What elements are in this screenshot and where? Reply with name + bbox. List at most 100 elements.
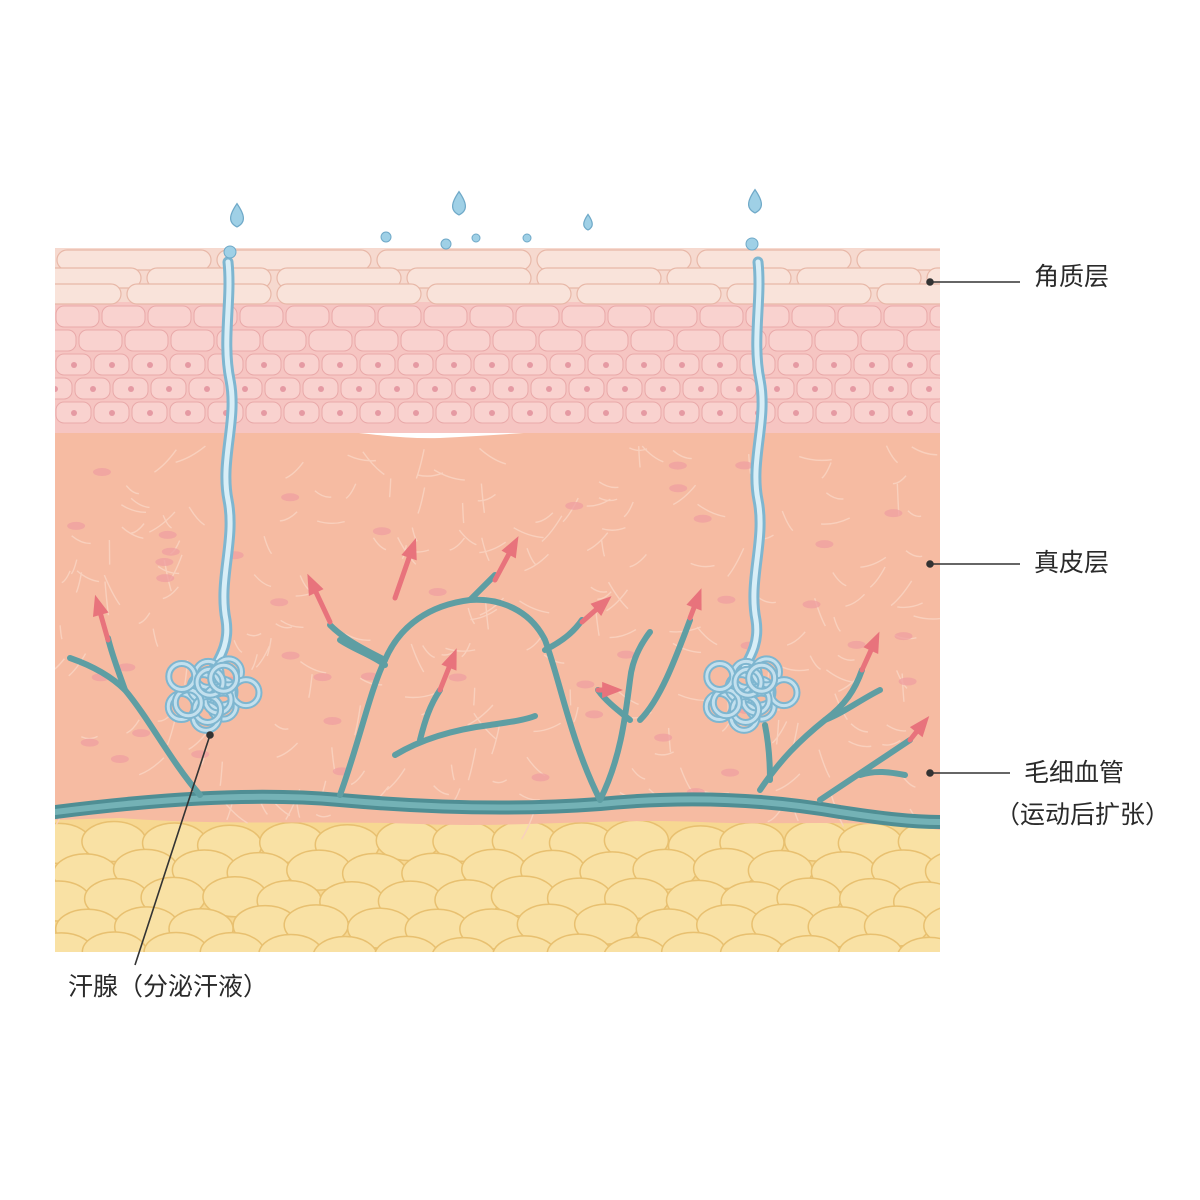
dermis-fiber [781, 510, 794, 532]
sweat-droplet-icon [745, 237, 759, 251]
heat-arrow-icon [441, 648, 457, 671]
dermis-fiber [120, 504, 147, 514]
cell-nucleus [356, 386, 362, 392]
dermis-fiber [911, 446, 938, 456]
dermis-fiber [162, 515, 172, 529]
dermis-fiber [280, 619, 304, 629]
cell-nucleus [489, 410, 495, 416]
dermis-fiber [882, 739, 901, 746]
dermis-cell [323, 716, 342, 725]
fat-cell [374, 935, 439, 952]
fat-cell [719, 933, 786, 952]
dermis-fiber [837, 654, 855, 661]
epidermis-cell [906, 329, 940, 352]
fat-cell [258, 933, 324, 952]
dermis-fiber [76, 570, 100, 583]
dermis-fiber [782, 666, 810, 672]
cell-nucleus [413, 362, 419, 368]
cell-nucleus [185, 410, 191, 416]
dermis-fiber [818, 749, 831, 778]
dermis-fiber [775, 719, 780, 745]
cell-nucleus [793, 410, 799, 416]
sweat-gland-label: 汗腺（分泌汗液） [68, 972, 269, 1001]
epidermis-cell [515, 305, 560, 328]
cell-nucleus [717, 410, 723, 416]
cell-nucleus [850, 386, 856, 392]
epidermis-cell [78, 329, 123, 352]
dermis-fiber [513, 527, 544, 539]
dermis-fiber [667, 727, 672, 753]
dermis-fiber [279, 511, 298, 522]
dermis-fiber [697, 503, 726, 518]
dermis-fiber [449, 537, 466, 551]
heat-arrow-icon [863, 631, 880, 654]
stratum-plate [55, 283, 122, 305]
dermis-fiber [825, 492, 844, 500]
capillary-note-label: （运动后扩张） [995, 800, 1171, 829]
cell-nucleus [109, 410, 115, 416]
dermis-fiber [71, 535, 91, 545]
cell-nucleus [451, 362, 457, 368]
cell-nucleus [660, 386, 666, 392]
epidermis-cell [791, 305, 836, 328]
dermis-fiber [461, 642, 471, 658]
dermis-fiber [479, 597, 505, 616]
dermis-fiber [308, 674, 313, 698]
sweat-droplet-icon [583, 213, 593, 231]
dermis-fiber [850, 723, 869, 733]
cell-nucleus [147, 410, 153, 416]
dermis-fiber [162, 586, 179, 600]
epidermis-cell [768, 329, 813, 352]
dermis-cell [884, 509, 903, 518]
dermis-fiber [347, 454, 376, 462]
dermis-cell [717, 595, 736, 604]
dermis-fiber [467, 748, 477, 781]
dermis-fiber [535, 512, 554, 524]
dermis-fiber [80, 735, 98, 740]
heat-arrow-icon [307, 573, 324, 597]
epidermis-cell [910, 377, 940, 400]
heat-arrow-icon [602, 681, 623, 699]
dermis-cell [158, 530, 177, 539]
dermis-fiber [897, 602, 923, 609]
cell-nucleus [774, 386, 780, 392]
fat-cell [923, 907, 940, 944]
dermis-fiber [562, 497, 579, 523]
stratum-plate [536, 249, 692, 271]
dermis-fiber [629, 554, 647, 568]
dermis-fiber [913, 615, 940, 620]
epidermis-cell [354, 329, 399, 352]
heat-arrow-shaft [312, 587, 333, 625]
cell-nucleus [242, 386, 248, 392]
dermis-fiber [246, 632, 262, 637]
fat-cell [603, 936, 668, 952]
dermis-fiber [809, 655, 821, 670]
cell-nucleus [945, 362, 951, 368]
fat-cells [55, 819, 940, 952]
dermis-cell [428, 587, 447, 596]
stratum-plate [276, 283, 422, 305]
cell-nucleus [717, 362, 723, 368]
dermis-fiber [415, 449, 425, 479]
fat-cell [55, 932, 95, 952]
leader-line-gland [134, 734, 211, 966]
cell-nucleus [261, 362, 267, 368]
dermis-cell [668, 461, 687, 470]
stratum-plate [856, 249, 940, 271]
dermis-cell [117, 663, 136, 672]
cell-nucleus [166, 386, 172, 392]
heat-arrow-icon [686, 588, 702, 611]
dermis-fiber [905, 550, 923, 558]
dermis-cell [898, 677, 917, 686]
dermis-fiber [154, 449, 177, 473]
dermis-fiber [300, 661, 327, 674]
dermis-fiber [727, 547, 745, 577]
dermis-fiber [907, 510, 922, 518]
epidermis-cell [929, 305, 940, 328]
cell-nucleus [527, 410, 533, 416]
dermis-cell [281, 493, 300, 502]
heat-arrow-shaft [579, 605, 601, 625]
cell-nucleus [299, 410, 305, 416]
dermis-fiber [901, 673, 905, 702]
